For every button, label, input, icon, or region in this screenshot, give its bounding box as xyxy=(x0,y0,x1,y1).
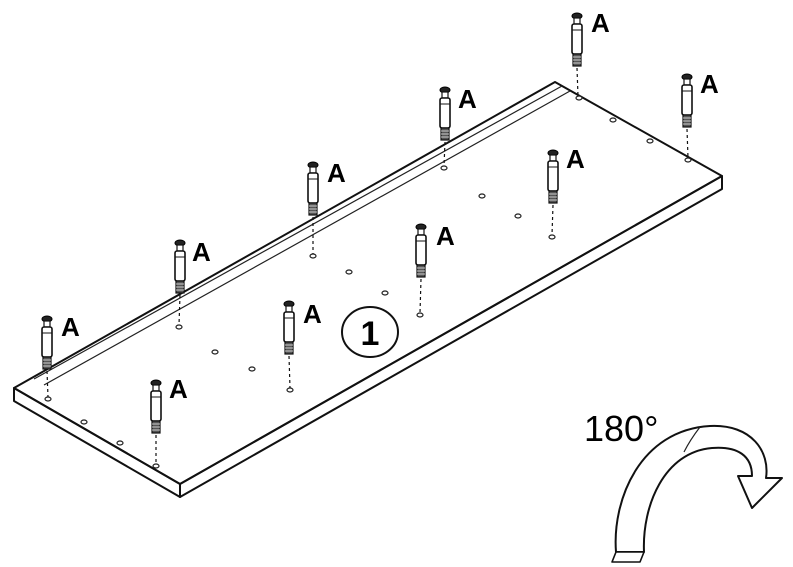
panel-holes xyxy=(44,95,692,469)
part-label: A xyxy=(591,8,610,38)
fitting-9: A xyxy=(41,312,80,398)
panel-board xyxy=(13,81,723,498)
cam-bolt-icon xyxy=(150,379,162,434)
fitting-7: A xyxy=(174,237,211,326)
fitting-5: A xyxy=(307,158,346,254)
fitting-2: A xyxy=(681,69,719,159)
cam-bolt-icon xyxy=(547,149,559,204)
cam-bolt-icon xyxy=(571,12,583,67)
fitting-8: A xyxy=(283,299,322,389)
part-label: A xyxy=(458,84,477,114)
fitting-3: A xyxy=(439,84,477,167)
part-label: A xyxy=(303,299,322,329)
cam-bolt-icon xyxy=(439,86,451,141)
cam-bolt-icon xyxy=(283,300,295,355)
fitting-10: A xyxy=(150,374,188,464)
cam-bolt-icon xyxy=(174,239,186,294)
part-label: A xyxy=(700,69,719,99)
fitting-6: A xyxy=(415,221,455,314)
part-label: A xyxy=(436,221,455,251)
rotate-180-arrow-icon xyxy=(611,424,783,563)
part-label: A xyxy=(566,144,585,174)
rotation-label: 180° xyxy=(584,408,658,449)
part-label: A xyxy=(169,374,188,404)
cam-bolt-icon xyxy=(307,161,319,216)
part-label: A xyxy=(192,237,211,267)
part-label: A xyxy=(327,158,346,188)
step-number: 1 xyxy=(361,315,380,353)
part-label: A xyxy=(61,312,80,342)
fitting-4: A xyxy=(547,144,585,236)
cam-bolt-icon xyxy=(41,315,53,370)
cam-bolt-icon xyxy=(681,73,693,128)
step-badge: 1 xyxy=(341,306,399,358)
cam-bolt-icon xyxy=(415,223,427,278)
fitting-1: A xyxy=(571,8,610,97)
